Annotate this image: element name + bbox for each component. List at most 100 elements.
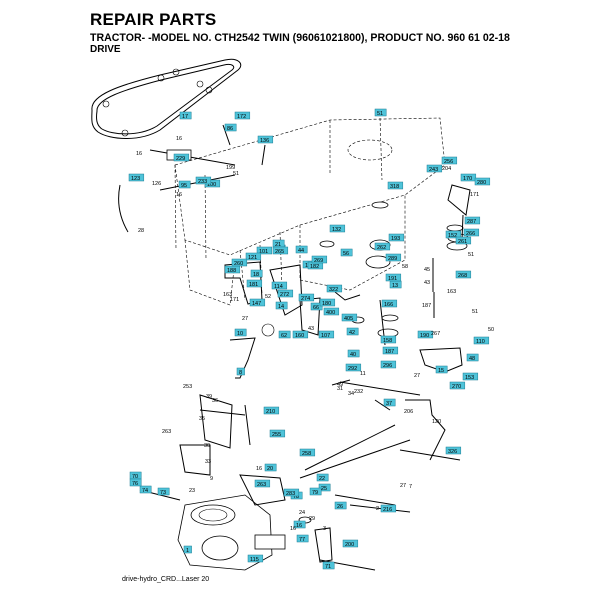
part-number-27: 27 [414,373,420,379]
callout-text: 268 [458,273,467,279]
callout-1: 1 [183,545,192,554]
part-number-16: 16 [290,526,296,532]
callout-255: 255 [269,429,286,438]
part-number-199: 199 [226,165,235,171]
page-title: REPAIR PARTS [90,10,217,29]
callout-box [269,429,286,438]
callout-box [463,228,480,237]
part-number-16: 16 [256,466,262,472]
callout-box [157,487,170,496]
callout-box [323,307,340,316]
callout-132: 132 [329,224,346,233]
callout-text: 22 [319,476,325,482]
callout-95: 95 [178,180,191,189]
callout-text: 160 [295,333,304,339]
callout-box [173,153,190,162]
callout-box [466,353,479,362]
callout-258: 258 [299,448,316,457]
callout-box [236,367,245,376]
callout-322: 322 [326,284,343,293]
footer-caption: drive-hydro_CRD...Laser 20 [122,576,210,583]
callout-160: 160 [292,330,309,339]
callout-box [195,176,212,185]
callout-box [385,273,402,282]
callout-text: 78 [293,494,299,500]
callout-200: 200 [342,539,359,548]
callout-text: 62 [281,333,287,339]
callout-box [183,545,192,554]
callout-box [380,360,397,369]
rear-linkage [179,347,463,479]
callout-193: 193 [388,233,405,242]
callout-text: 13 [392,283,398,289]
part-number-187: 187 [422,303,431,309]
callout-box [129,478,142,487]
part-number-7: 7 [409,484,412,490]
part-number-43: 43 [308,326,314,332]
callout-22: 22 [316,473,329,482]
callout-box [445,230,462,239]
callout-box [178,180,191,189]
callout-123: 123 [128,173,145,182]
callout-121: 121 [245,252,262,261]
callout-243: 243 [426,164,443,173]
callout-256: 256 [441,156,458,165]
callout-text: 44 [298,248,304,254]
callout-114: 114 [271,281,288,290]
callout-text: 20 [267,466,273,472]
part-number-58: 58 [402,264,408,270]
callout-text: 256 [444,159,453,165]
callout-263: 263 [254,479,271,488]
callout-216: 216 [380,504,397,513]
callout-71: 71 [322,561,335,570]
callout-box [250,269,263,278]
callout-box [455,236,472,245]
callout-text: 10 [237,331,243,337]
callout-text: 51 [377,111,383,117]
callout-405: 405 [341,313,358,322]
callout-text: 262 [377,245,386,251]
callout-box [298,293,315,302]
callout-107: 107 [318,330,335,339]
callout-box [329,224,346,233]
callout-15: 15 [435,365,448,374]
tractor-frame [174,117,446,306]
callout-box [347,349,360,358]
callout-text: 152 [448,233,457,239]
callout-text: 172 [237,114,246,120]
callout-box [341,313,358,322]
callout-text: 258 [302,451,311,457]
callout-box [299,448,316,457]
callout-box [139,485,152,494]
part-number-120: 120 [432,419,441,425]
callout-box [462,372,479,381]
part-number-28: 28 [138,228,144,234]
callout-text: 255 [272,432,281,438]
callout-box [445,446,462,455]
callout-42: 42 [346,327,359,336]
callout-283: 283 [283,488,300,497]
callout-318: 318 [387,181,404,190]
part-number-35: 35 [199,416,205,422]
callout-text: 147 [252,301,261,307]
callout-box [382,346,399,355]
transaxle [139,474,411,571]
callout-box [264,463,277,472]
callout-text: 216 [383,507,392,513]
part-number-27: 27 [242,316,248,322]
callout-text: 405 [344,316,353,322]
callout-text: 280 [477,180,486,186]
section-title: DRIVE [90,44,121,55]
callout-box [319,298,336,307]
callout-20: 20 [264,463,277,472]
callout-51: 51 [374,108,387,117]
callout-text: 79 [312,490,318,496]
part-number-126: 126 [152,181,161,187]
callout-text: 77 [299,537,305,543]
callout-56: 56 [340,248,353,257]
part-number-163: 163 [447,289,456,295]
callout-269: 269 [311,255,328,264]
part-number-52: 52 [265,294,271,300]
callout-text: 14 [278,304,284,310]
callout-box [380,504,397,513]
